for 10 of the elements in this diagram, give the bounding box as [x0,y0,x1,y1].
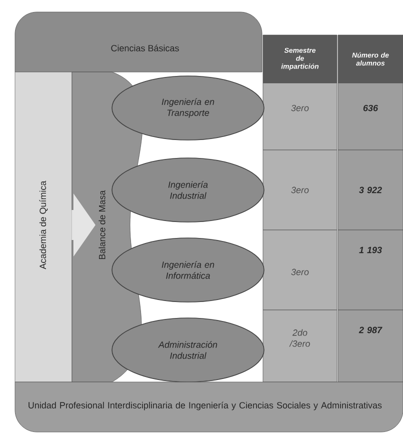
table-cell: 2do /3ero [262,310,338,382]
table-cell: 1 193 [338,230,403,310]
table-cell: 3ero [262,82,338,150]
table-cell: 636 [338,82,403,150]
vertical-band: Academia de Química [14,72,72,382]
table-cell: 3ero [262,150,338,230]
table-cell: 3ero [262,230,338,310]
dome-band: Ciencias Básicas [14,12,262,72]
table-cell: 3 922 [338,150,403,230]
table-cell: 2 987 [338,310,403,382]
